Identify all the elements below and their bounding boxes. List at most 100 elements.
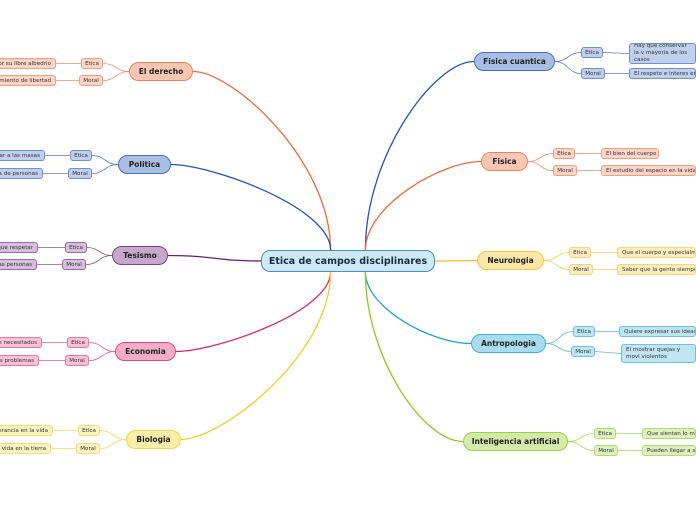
topic-fisica_cuantica[interactable]: Fisica cuantica (474, 52, 555, 71)
central-topic[interactable]: Etica de campos disciplinares (261, 250, 435, 272)
topic-neurologia[interactable]: Neurologia (477, 251, 544, 270)
biologia-moral-text-label: vida en la tierra (1, 445, 46, 452)
fisica-etica-tag-label: Etica (557, 150, 571, 157)
tesismo-moral-text[interactable]: ras personas (0, 259, 37, 270)
topic-economia[interactable]: Economia (115, 342, 176, 361)
inteligencia-moral-tag[interactable]: Moral (594, 445, 618, 456)
neurologia-moral-text[interactable]: Saber que la gente siempre (617, 264, 696, 275)
inteligencia-etica-tag[interactable]: Etica (594, 428, 616, 439)
topic-tesismo-label: Tesismo (123, 251, 157, 260)
derecho-moral-tag-label: Moral (83, 77, 99, 84)
economia-etica-tag[interactable]: Etica (67, 337, 89, 348)
antropologia-moral-text-label: El mostrar quejas y movi violentos (626, 346, 681, 360)
neurologia-etica-text-label: Que el cuerpo y especialme (622, 249, 696, 256)
connector-neurologia-moral-tag (543, 260, 570, 270)
antropologia-etica-tag-label: Etica (577, 328, 591, 335)
connector-economia (175, 271, 332, 353)
connector-tesismo-moral-tag (85, 255, 113, 265)
tesismo-etica-text[interactable]: que respetar (0, 242, 38, 253)
central-topic-label: Etica de campos disciplinares (268, 255, 428, 267)
fisica_cuantica-etica-tag[interactable]: Etica (581, 47, 603, 58)
biologia-moral-text[interactable]: vida en la tierra (0, 443, 51, 454)
inteligencia-moral-text-label: Pueden llegar a s (647, 447, 696, 454)
connector-fisica (364, 160, 482, 251)
tesismo-etica-tag[interactable]: Etica (65, 242, 87, 253)
economia-moral-text-label: os problemas (0, 357, 34, 364)
biologia-moral-tag[interactable]: Moral (76, 443, 100, 454)
politica-etica-tag[interactable]: Etica (70, 150, 92, 161)
antropologia-moral-text[interactable]: El mostrar quejas y movi violentos (621, 344, 696, 363)
antropologia-etica-text-label: Quiere expresar sus ideas (624, 328, 696, 335)
connector-fisica_cuantica-etica-tag (554, 52, 582, 62)
connector-politica-etica-tag (91, 155, 119, 165)
connector-fisica_cuantica-etica-leaf (602, 52, 630, 54)
connector-derecho-moral-tag (102, 71, 130, 81)
connector-derecho (192, 70, 332, 251)
biologia-etica-text[interactable]: erancia en la vida (0, 425, 53, 436)
economia-moral-text[interactable]: os problemas (0, 355, 39, 366)
neurologia-moral-tag[interactable]: Moral (569, 264, 593, 275)
topic-antropologia[interactable]: Antropologia (471, 334, 546, 353)
neurologia-etica-tag[interactable]: Etica (569, 247, 591, 258)
inteligencia-etica-text[interactable]: Que sientan lo mi (642, 428, 696, 439)
fisica_cuantica-moral-tag[interactable]: Moral (581, 68, 605, 79)
topic-politica[interactable]: Politica (118, 155, 171, 174)
fisica_cuantica-etica-text[interactable]: Hay que conservar la v mayoria de los ca… (629, 43, 696, 64)
biologia-etica-text-label: erancia en la vida (0, 427, 48, 434)
derecho-etica-tag[interactable]: Etica (81, 58, 103, 69)
derecho-etica-text[interactable]: or su libre albedrio (0, 58, 56, 69)
politica-etica-text[interactable]: ar a las masas (0, 150, 45, 161)
tesismo-moral-tag[interactable]: Moral (62, 259, 86, 270)
connector-economia-moral-tag (88, 351, 116, 361)
fisica_cuantica-moral-text[interactable]: El respeto e interes en (629, 68, 696, 79)
topic-neurologia-label: Neurologia (487, 256, 534, 265)
connector-inteligencia (364, 271, 464, 443)
biologia-moral-tag-label: Moral (80, 445, 96, 452)
biologia-etica-tag[interactable]: Etica (78, 425, 100, 436)
antropologia-etica-text[interactable]: Quiere expresar sus ideas (619, 326, 696, 337)
fisica_cuantica-moral-tag-label: Moral (585, 70, 601, 77)
connector-biologia-etica-tag (99, 430, 127, 440)
topic-inteligencia[interactable]: Inteligencia artificial (463, 432, 568, 451)
topic-biologia-label: Biologia (136, 435, 171, 444)
connector-politica-moral-tag (91, 164, 119, 174)
topic-tesismo[interactable]: Tesismo (112, 246, 168, 265)
fisica-etica-tag[interactable]: Etica (553, 148, 575, 159)
neurologia-etica-text[interactable]: Que el cuerpo y especialme (617, 247, 696, 258)
politica-moral-tag[interactable]: Moral (68, 168, 92, 179)
neurologia-moral-text-label: Saber que la gente siempre (622, 266, 696, 273)
antropologia-moral-tag-label: Moral (575, 348, 591, 355)
connector-tesismo-etica-tag (86, 247, 113, 256)
fisica-moral-text[interactable]: El estudio del espacio en la vida (601, 165, 696, 176)
connector-fisica_cuantica (364, 60, 475, 251)
fisica-moral-tag[interactable]: Moral (553, 165, 577, 176)
fisica-etica-text[interactable]: El bien del cuerpo (601, 148, 659, 159)
connector-neurologia-etica-tag (543, 252, 570, 261)
topic-inteligencia-label: Inteligencia artificial (471, 437, 560, 446)
connector-biologia-moral-tag (99, 439, 127, 449)
economia-etica-text[interactable]: e necesitados (0, 337, 42, 348)
topic-biologia[interactable]: Biologia (126, 430, 181, 449)
politica-moral-text[interactable]: a de personas (0, 168, 43, 179)
economia-moral-tag[interactable]: Moral (65, 355, 89, 366)
connector-inteligencia-etica-tag (567, 433, 595, 442)
topic-derecho[interactable]: El derecho (129, 62, 193, 81)
tesismo-moral-tag-label: Moral (66, 261, 82, 268)
connector-fisica-moral-tag (527, 161, 554, 171)
connector-antropologia-etica-tag (545, 331, 574, 344)
tesismo-etica-tag-label: Etica (69, 244, 83, 251)
fisica_cuantica-etica-text-label: Hay que conservar la v mayoria de los ca… (634, 43, 688, 63)
antropologia-etica-tag[interactable]: Etica (573, 326, 595, 337)
topic-fisica_cuantica-label: Fisica cuantica (483, 57, 546, 66)
biologia-etica-tag-label: Etica (82, 427, 96, 434)
derecho-etica-tag-label: Etica (85, 60, 99, 67)
connector-inteligencia-moral-tag (567, 441, 595, 451)
derecho-moral-tag[interactable]: Moral (79, 75, 103, 86)
antropologia-moral-tag[interactable]: Moral (571, 346, 595, 357)
derecho-moral-text[interactable]: miento de libertad (0, 75, 56, 86)
topic-fisica[interactable]: Fisica (481, 152, 528, 171)
inteligencia-moral-text[interactable]: Pueden llegar a s (642, 445, 696, 456)
fisica_cuantica-moral-text-label: El respeto e interes en (634, 70, 696, 77)
topic-fisica-label: Fisica (492, 157, 517, 166)
